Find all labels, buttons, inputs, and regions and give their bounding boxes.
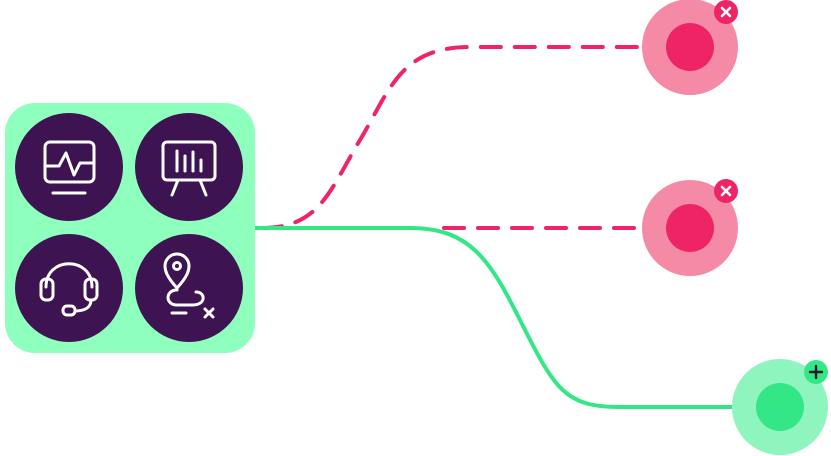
endpoint-core [666,23,714,71]
endpoint-bottom[interactable] [732,359,828,455]
endpoint-top[interactable] [642,0,738,95]
close-icon[interactable] [714,0,738,24]
endpoint-core [756,383,804,431]
connection-line-bottom [253,226,762,409]
endpoint-middle[interactable] [642,179,738,276]
endpoint-core [666,204,714,252]
close-icon[interactable] [714,179,738,203]
connection-line-top [260,45,662,230]
presentation-chart-icon[interactable] [135,113,243,221]
route-cancel-icon[interactable] [135,234,243,342]
plus-icon[interactable] [804,360,828,384]
hub-panel [5,103,255,353]
headset-icon[interactable] [15,234,123,342]
connections [253,45,762,409]
monitor-activity-icon[interactable] [15,113,123,221]
